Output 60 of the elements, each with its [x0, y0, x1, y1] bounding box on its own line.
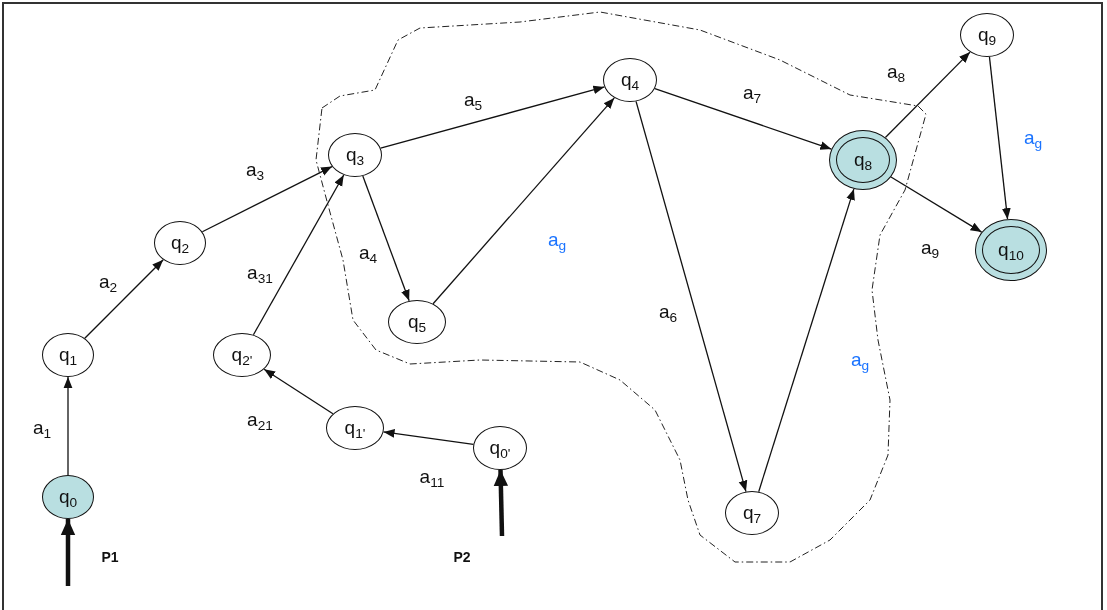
edge-label: P1	[101, 549, 119, 565]
arrow	[890, 176, 983, 233]
edge-label: a$_{2}$	[98, 271, 118, 293]
arrow	[988, 56, 1011, 220]
edge-label: a$_{8}$	[886, 61, 906, 83]
arrow	[432, 97, 615, 305]
arrow	[263, 368, 334, 415]
state-circle	[603, 58, 657, 102]
state-label: q$_{3}$	[345, 144, 365, 166]
arrow	[635, 100, 748, 493]
state-circle	[725, 491, 779, 535]
state-label: q$_{5}$	[407, 311, 427, 333]
arrow	[382, 429, 475, 445]
edge-label: a$_{7}$	[742, 82, 762, 104]
arrow	[63, 376, 73, 476]
state-label: q$_{0'}$	[489, 437, 511, 459]
edge-label: a$_{6}$	[658, 301, 678, 323]
arrow	[493, 469, 509, 537]
edge-label: a$_{g}$	[547, 229, 567, 251]
accept-state-circle	[829, 130, 897, 190]
state-label: q$_{7}$	[742, 502, 762, 524]
state-label: q$_{2'}$	[231, 344, 253, 366]
state-label: q$_{9}$	[977, 24, 997, 46]
edge-label: a$_{g}$	[850, 349, 870, 371]
state-circle	[42, 333, 94, 377]
state-label: q$_{8}$	[853, 149, 873, 171]
edge-label: a$_{g}$	[1023, 127, 1043, 149]
edge-label: a$_{11}$	[419, 466, 445, 488]
arrow	[252, 174, 345, 336]
arrow	[758, 188, 855, 493]
state-label: q$_{1}$	[58, 344, 78, 366]
edge-label: P2	[453, 549, 471, 565]
state-circle	[328, 133, 382, 177]
state-circle	[388, 300, 446, 344]
edge-label: a$_{5}$	[463, 89, 483, 111]
edge-label: a$_{31}$	[247, 262, 273, 284]
state-circle	[473, 426, 527, 470]
accept-state-circle	[975, 219, 1047, 281]
arrow	[201, 165, 333, 233]
arrow	[362, 175, 410, 302]
edge-label: a$_{9}$	[920, 237, 940, 259]
edge-label: a$_{1}$	[32, 417, 52, 439]
arrow	[884, 51, 971, 139]
state-circle	[154, 221, 206, 265]
state-circle	[960, 13, 1014, 57]
state-label: q$_{1'}$	[344, 417, 366, 439]
edge-label: a$_{3}$	[245, 159, 265, 181]
state-circle	[213, 333, 271, 377]
state-label: q$_{0}$	[58, 486, 78, 508]
edge-label: a$_{4}$	[358, 242, 378, 264]
edge-label: a$_{21}$	[247, 409, 273, 431]
state-label: q$_{2}$	[170, 232, 190, 254]
arrow	[84, 259, 164, 339]
arrow	[60, 519, 76, 586]
state-circle	[326, 406, 384, 450]
state-label: q$_{10}$	[998, 239, 1024, 261]
arrow	[379, 85, 606, 149]
state-circle	[42, 475, 94, 519]
state-label: q$_{4}$	[620, 69, 640, 91]
arrow	[654, 87, 832, 150]
